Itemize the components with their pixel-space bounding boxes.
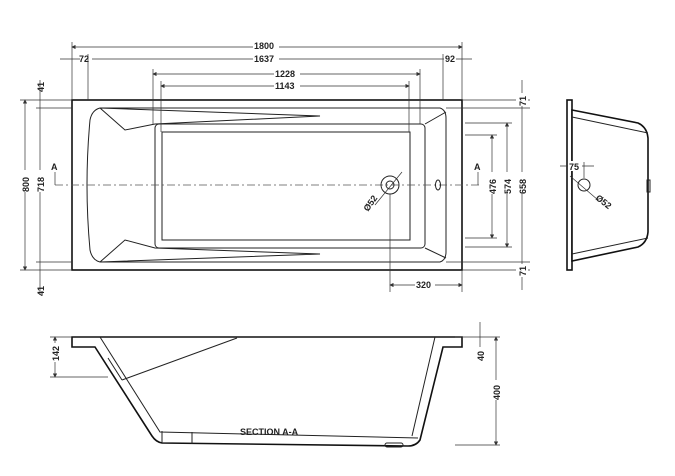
- dim-41-top-label: 41: [36, 82, 46, 92]
- extension-lines-left: [20, 99, 72, 271]
- headrest-bottom: [99, 239, 321, 263]
- end-leader: [569, 175, 599, 201]
- dim-320-label: 320: [416, 280, 431, 290]
- extension-lines-320: [389, 194, 463, 292]
- section-floor-lines: [161, 431, 193, 444]
- end-view: 75 Ø52: [560, 99, 651, 271]
- extension-lines-right: [446, 99, 530, 271]
- end-overflow-icon: [646, 179, 651, 193]
- overflow-icon: [435, 179, 441, 191]
- section-mark-left: A: [51, 162, 58, 172]
- end-inner-lines: [571, 116, 649, 255]
- section-extension-lines: [50, 336, 500, 446]
- dim-92-label: 92: [445, 54, 455, 64]
- extension-lines-top: [71, 42, 463, 132]
- dim-476-label: 476: [488, 179, 498, 194]
- dim-75-label: 75: [569, 162, 579, 172]
- dim-142-label: 142: [51, 346, 61, 361]
- waste-leader: [374, 171, 403, 206]
- section-outline: [71, 336, 463, 447]
- dim-800-label: 800: [21, 177, 31, 192]
- section-title: SECTION A-A: [240, 427, 299, 437]
- dim-71-top-label: 71: [518, 96, 528, 106]
- dim-1228-label: 1228: [275, 69, 295, 79]
- dim-658-label: 658: [518, 179, 528, 194]
- dim-718-label: 718: [36, 177, 46, 192]
- section-mark-right: A: [474, 162, 481, 172]
- headrest-top: [99, 107, 321, 131]
- dim-400-label: 400: [492, 385, 502, 400]
- end-body: [571, 109, 649, 262]
- dim-40-label: 40: [476, 351, 486, 361]
- plan-view: A A Ø52 1800 72 1637 92 1228 1143 800 71…: [19, 40, 530, 296]
- dim-1143-label: 1143: [275, 81, 295, 91]
- section-waste: [384, 442, 404, 448]
- bath-inner-rim: [86, 107, 447, 263]
- section-inner-lines: [99, 336, 436, 439]
- headrest-line: [107, 337, 238, 381]
- basin-outer: [154, 123, 426, 249]
- section-view: 142 40 400 SECTION A-A: [49, 322, 502, 448]
- dim-72-label: 72: [79, 54, 89, 64]
- end-overflow-circle-icon: [577, 178, 591, 192]
- dim-1637-label: 1637: [254, 54, 274, 64]
- dim-41-bottom-label: 41: [36, 286, 46, 296]
- waste-outlet-inner: [385, 180, 395, 190]
- basin-floor: [161, 131, 411, 241]
- dim-574-label: 574: [503, 179, 513, 194]
- foot-corners: [424, 111, 447, 259]
- dim-1800-label: 1800: [254, 41, 274, 51]
- dim-71-bottom-label: 71: [518, 266, 528, 276]
